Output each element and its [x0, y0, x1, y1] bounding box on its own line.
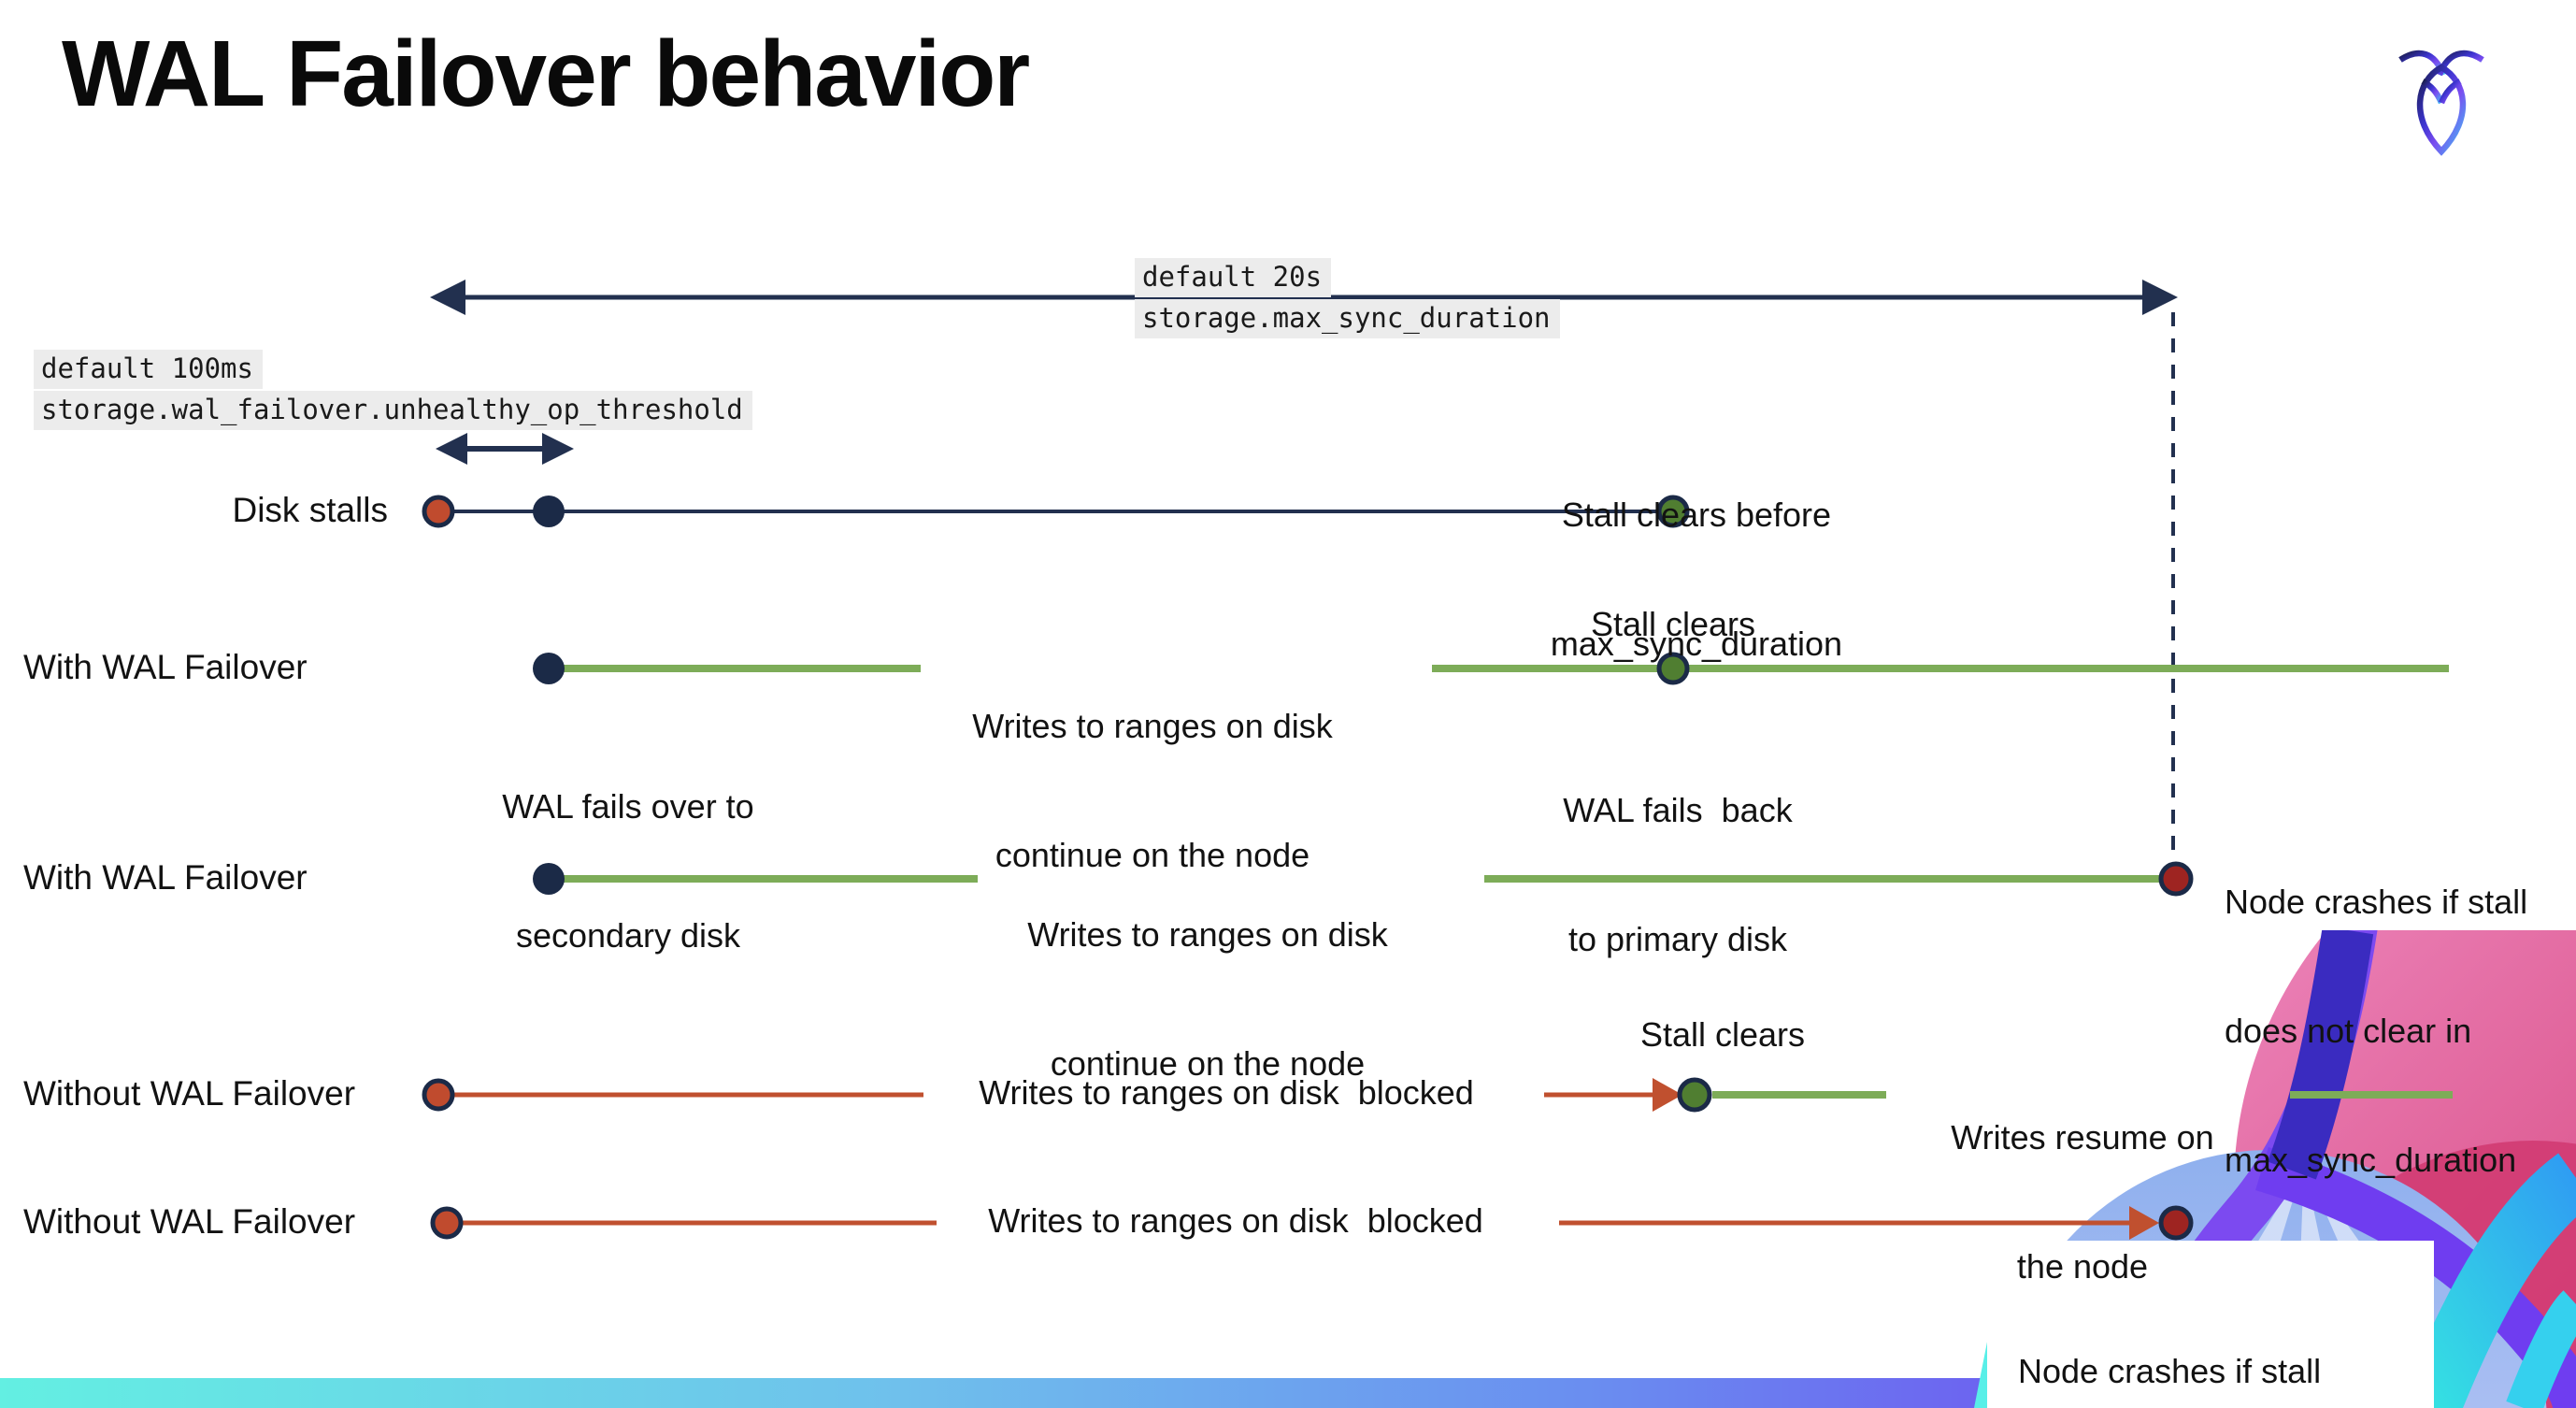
note-wal-fails-back: WAL fails back to primary disk — [1563, 791, 1793, 958]
note-stall-clears-row4: Stall clears — [1639, 1015, 1806, 1054]
crash-note-box — [1987, 1241, 2434, 1408]
cockroachdb-logo-icon — [2398, 50, 2484, 156]
stall-clear-dot — [1677, 1077, 1712, 1113]
note-stall-clears-row2: Stall clears — [1590, 605, 1756, 643]
note-writes-continue-row2: Writes to ranges on disk continue on the… — [972, 707, 1333, 874]
code-line: storage.max_sync_duration — [1135, 299, 1560, 338]
note-node-crashes-row5: Node crashes if stall does not clear in … — [2018, 1352, 2322, 1390]
unhealthy-op-threshold-arrow — [436, 433, 574, 465]
red-arrowhead — [2129, 1206, 2159, 1240]
stall-clear-dot — [1656, 652, 1690, 685]
page-title: WAL Failover behavior — [62, 22, 1030, 126]
row-label-without-wal-failover-2: Without WAL Failover — [23, 1202, 356, 1241]
note-writes-blocked-row5: Writes to ranges on disk blocked — [988, 1201, 1483, 1240]
note-writes-blocked-row4: Writes to ranges on disk blocked — [979, 1073, 1474, 1112]
timeline-without-failover-crash — [430, 1205, 2194, 1241]
timeline-with-failover-clears — [533, 652, 2449, 685]
code-line: default 100ms — [34, 350, 263, 389]
failover-dot — [533, 863, 565, 895]
row-label-disk-stalls: Disk stalls — [232, 491, 388, 529]
timeline-disk-stalls — [422, 495, 1690, 528]
timeline-with-failover-crash — [533, 861, 2194, 897]
failover-trigger-dot — [533, 496, 565, 527]
max-sync-duration-arrow — [430, 280, 2178, 315]
crash-dot — [2158, 861, 2194, 897]
code-label-max-sync-duration: default 20s storage.max_sync_duration — [1135, 258, 1560, 340]
row-label-with-wal-failover-2: With WAL Failover — [23, 858, 308, 897]
code-label-unhealthy-op-threshold: default 100ms storage.wal_failover.unhea… — [34, 350, 752, 432]
timeline-without-failover-clears — [422, 1077, 2453, 1113]
note-stall-clears-before: Stall clears before max_sync_duration — [1550, 496, 1843, 663]
note-writes-continue-row3: Writes to ranges on disk continue on the… — [1027, 915, 1388, 1083]
note-writes-resume: Writes resume on the node — [1951, 1118, 2214, 1286]
failover-dot — [533, 653, 565, 684]
crash-dot — [2158, 1205, 2194, 1241]
code-line: default 20s — [1135, 258, 1332, 297]
stall-clear-dot — [1656, 495, 1690, 528]
stall-start-dot — [422, 1078, 455, 1112]
stall-start-dot — [422, 495, 455, 528]
row-label-without-wal-failover-1: Without WAL Failover — [23, 1074, 356, 1113]
stall-start-dot — [430, 1206, 464, 1240]
row-label-with-wal-failover-1: With WAL Failover — [23, 648, 308, 686]
note-wal-fails-over: WAL fails over to secondary disk — [502, 787, 754, 955]
code-line: storage.wal_failover.unhealthy_op_thresh… — [34, 391, 752, 430]
note-node-crashes-row3: Node crashes if stall does not clear in … — [2225, 883, 2528, 1179]
red-arrowhead — [1653, 1078, 1682, 1112]
